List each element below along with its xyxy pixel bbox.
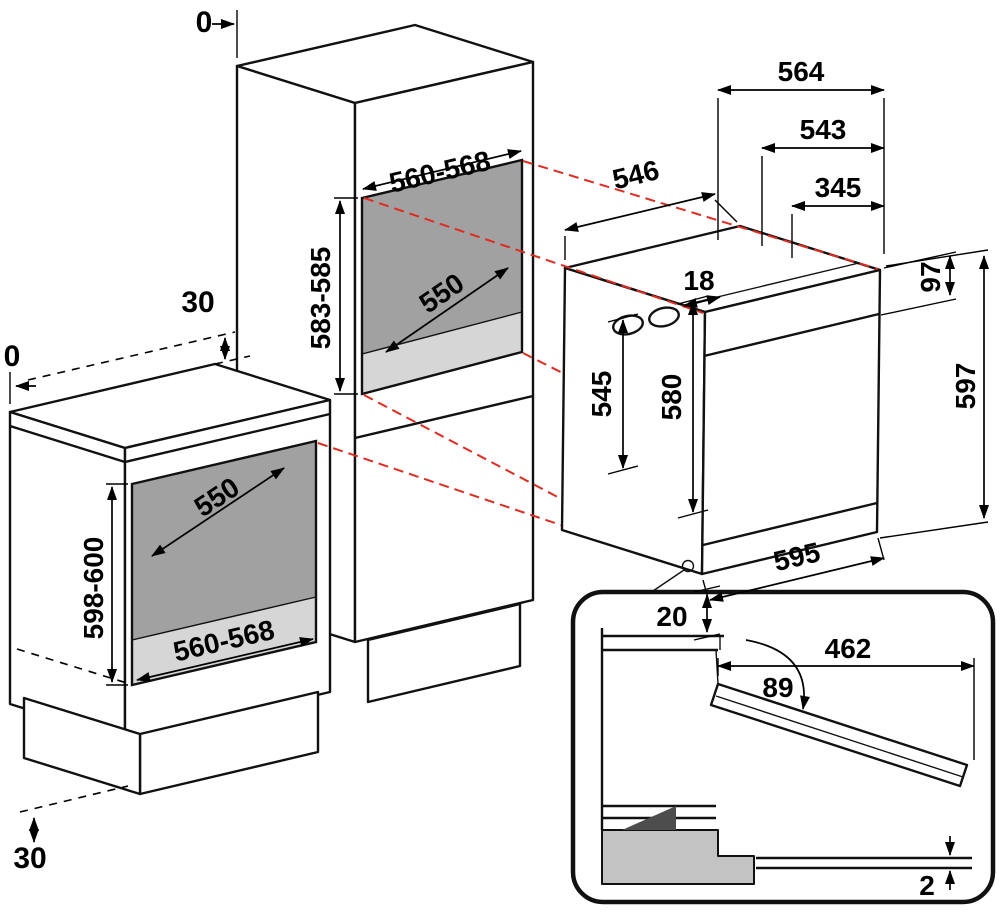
leader-line [649, 569, 685, 594]
dim-label-back-offset: 30 [181, 286, 214, 319]
foot-wedge [622, 806, 676, 830]
ext-line [879, 521, 989, 539]
plinth-recess-dashed [19, 785, 129, 813]
dim-label-462: 462 [825, 633, 872, 664]
projection-line [317, 442, 701, 573]
dim-line-560-568-base [136, 637, 314, 682]
door-glass-line [715, 695, 964, 778]
wall-line-dashed [27, 331, 236, 381]
leader-point [681, 559, 695, 573]
control-knob [648, 306, 680, 328]
ext-line [877, 537, 885, 561]
dim-line-550-base [151, 467, 285, 557]
cabinet-back-dashed [214, 355, 251, 365]
dim-label-plinth-recess: 30 [13, 842, 46, 875]
oven-front-face [700, 268, 882, 576]
dim-line-546 [564, 192, 716, 232]
dim-label-18: 18 [683, 265, 714, 296]
ext-line [607, 465, 639, 475]
ext-line [885, 249, 989, 267]
dim-label-top-gap: 0 [196, 6, 213, 39]
door-detail-inset: 462 89 2 [570, 589, 996, 905]
tall-cabinet-plinth [366, 602, 522, 704]
dim-label-545: 545 [586, 371, 617, 418]
dim-label-base-top-gap: 0 [4, 340, 21, 373]
detail-leader [649, 559, 695, 594]
dim-label-base-niche-height: 598-600 [78, 537, 109, 640]
dim-label-89: 89 [762, 672, 793, 703]
dim-label-niche-height: 583-585 [305, 247, 336, 350]
ext-line [677, 509, 709, 519]
ext-line [714, 199, 738, 223]
dim-label-580: 580 [656, 374, 687, 421]
base-cabinet-plinth-left [22, 696, 142, 796]
projection-line [363, 197, 704, 314]
ext-line [693, 633, 721, 641]
ext-line [607, 313, 639, 323]
dim-line-550-tall [385, 267, 509, 353]
dim-label-97: 97 [915, 261, 946, 292]
dim-label-564: 564 [778, 56, 825, 87]
base-niche-opening [130, 439, 318, 687]
ext-line [693, 585, 721, 593]
dim-label-2: 2 [919, 870, 935, 901]
dim-label-597: 597 [950, 363, 981, 410]
tall-shelf-front-edge [354, 394, 534, 440]
dim-label-546: 546 [609, 154, 662, 195]
hidden-floor-line [16, 648, 131, 685]
dim-line-560-568 [362, 149, 522, 191]
door-bottom-line [702, 501, 878, 547]
ext-line [880, 298, 957, 316]
worktop-edge-left [9, 424, 126, 464]
fascia-bottom-line [703, 312, 880, 358]
dim-label-345: 345 [815, 172, 862, 203]
base-niche-floor-edge [131, 596, 317, 641]
dim-label-543: 543 [800, 114, 847, 145]
open-door [709, 682, 969, 788]
base-cabinet [8, 362, 332, 796]
dim-line-595 [709, 556, 885, 602]
worktop-edge-front [124, 412, 331, 464]
wall-offset-dashed-lines [19, 331, 251, 813]
floor-slab [601, 829, 755, 885]
dim-label-20: 20 [656, 601, 687, 632]
ext-line [677, 295, 709, 305]
